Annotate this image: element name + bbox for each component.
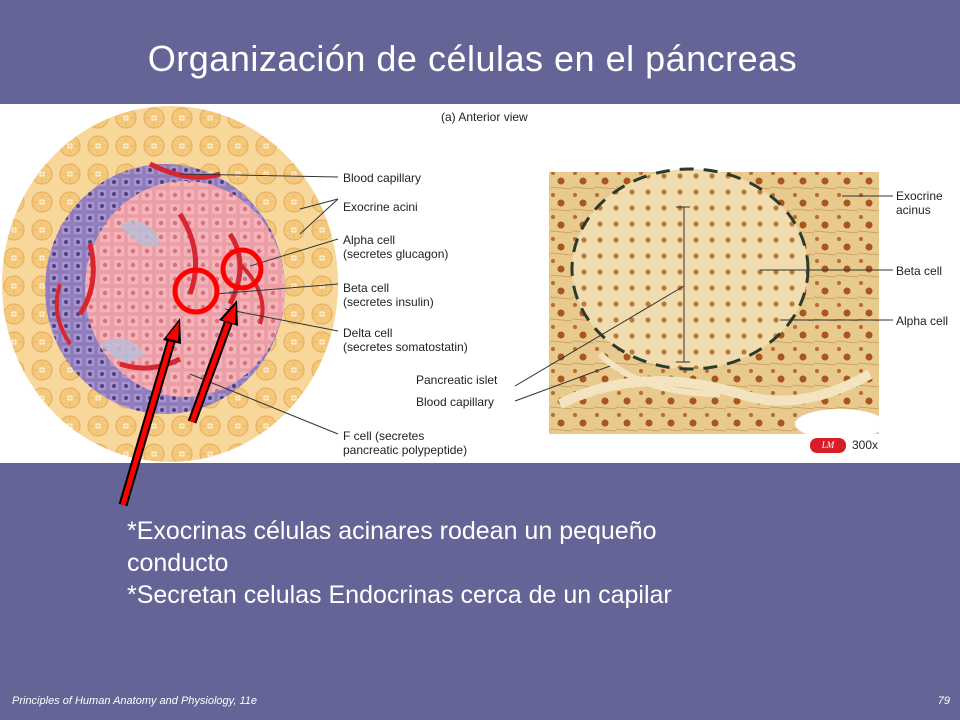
body-line-1: *Exocrinas células acinares rodean un pe… <box>127 517 657 545</box>
annotation-arrow-left-icon <box>118 318 181 507</box>
pancreas-figure: (a) Anterior view Blood capillary Exocri… <box>0 104 960 463</box>
label-alpha-cell-desc: (secretes glucagon) <box>343 247 449 261</box>
page-number: 79 <box>937 695 950 707</box>
annotation-arrow-right-icon <box>187 300 238 424</box>
annotation-circle-beta <box>172 267 220 315</box>
body-line-2: conducto <box>127 549 229 577</box>
label-blood-capillary: Blood capillary <box>343 171 422 185</box>
label-beta-cell-micro: Beta cell <box>896 264 943 278</box>
label-blood-capillary-2: Blood capillary <box>416 395 495 409</box>
label-exocrine-acinus-2: acinus <box>896 203 931 217</box>
label-pancreatic-islet: Pancreatic islet <box>416 373 498 387</box>
pancreas-illustration <box>2 106 893 462</box>
label-delta-cell-desc: (secretes somatostatin) <box>343 340 468 354</box>
body-text: *Exocrinas células acinares rodean un pe… <box>127 515 927 611</box>
label-beta-cell: Beta cell <box>343 281 390 295</box>
label-alpha-cell: Alpha cell <box>343 233 396 247</box>
label-f-cell: F cell (secretes <box>343 429 425 443</box>
label-exocrine-acini: Exocrine acini <box>343 200 418 214</box>
body-line-3: *Secretan celulas Endocrinas cerca de un… <box>127 581 672 609</box>
magnification-label: 300x <box>852 438 879 452</box>
label-beta-cell-desc: (secretes insulin) <box>343 295 434 309</box>
slide-title: Organización de células en el páncreas <box>147 38 798 79</box>
label-delta-cell: Delta cell <box>343 326 393 340</box>
label-alpha-cell-micro: Alpha cell <box>896 314 949 328</box>
view-label: (a) Anterior view <box>441 110 528 124</box>
footer-source: Principles of Human Anatomy and Physiolo… <box>12 695 257 707</box>
annotation-circle-alpha <box>220 247 264 291</box>
lm-badge: LM <box>810 438 846 453</box>
label-exocrine-acinus: Exocrine <box>896 189 943 203</box>
label-f-cell-desc: pancreatic polypeptide) <box>343 443 468 457</box>
